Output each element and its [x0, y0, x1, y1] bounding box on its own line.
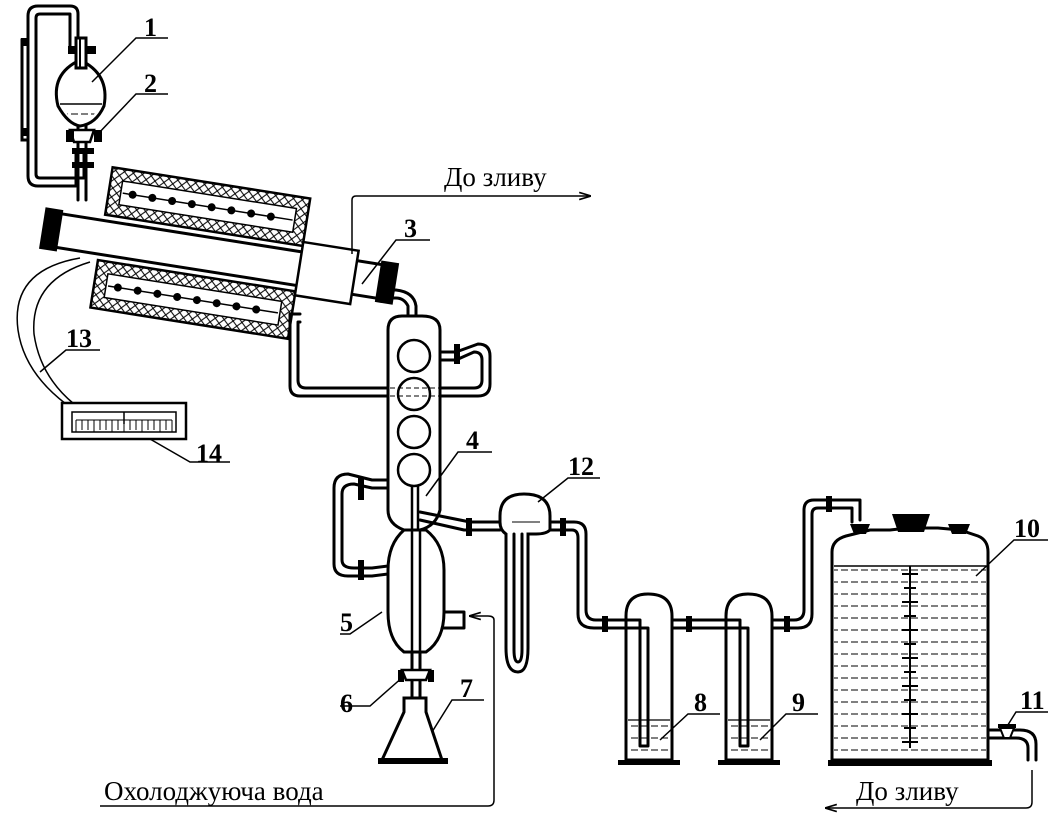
label-4: 4 [466, 426, 479, 455]
label-6: 6 [340, 689, 353, 718]
wash-bottle-8 [602, 592, 680, 765]
label-1: 1 [144, 13, 157, 42]
label-12: 12 [568, 452, 594, 481]
galvanometer [60, 401, 188, 441]
cooling-water-line [100, 616, 495, 807]
conical-flask [378, 696, 448, 764]
thermocouple [16, 257, 91, 405]
label-3: 3 [404, 214, 417, 243]
dropping-funnel [20, 4, 107, 202]
drain-caption-bottom: До зливу [856, 776, 959, 806]
label-7: 7 [460, 674, 473, 703]
drain-line-top [351, 196, 590, 254]
label-2: 2 [144, 69, 157, 98]
wash-bottle-9 [670, 496, 862, 765]
jacket-hose [288, 312, 402, 398]
label-14: 14 [196, 439, 222, 468]
label-5: 5 [340, 608, 353, 637]
u-tube-trap [498, 492, 610, 674]
bulb-condenser [332, 288, 492, 580]
label-13: 13 [66, 324, 92, 353]
cooling-water-caption: Охолоджуюча вода [104, 776, 324, 806]
drain-caption-top: До зливу [444, 162, 547, 192]
leader-lines [39, 37, 1048, 741]
label-9: 9 [792, 688, 805, 717]
drain-line-bottom [826, 770, 1033, 808]
label-8: 8 [694, 688, 707, 717]
label-11: 11 [1020, 686, 1045, 715]
tube-furnace [38, 165, 400, 341]
label-10: 10 [1014, 514, 1040, 543]
receiver-cooler [386, 528, 466, 702]
aspirator-bottle [828, 514, 1038, 766]
